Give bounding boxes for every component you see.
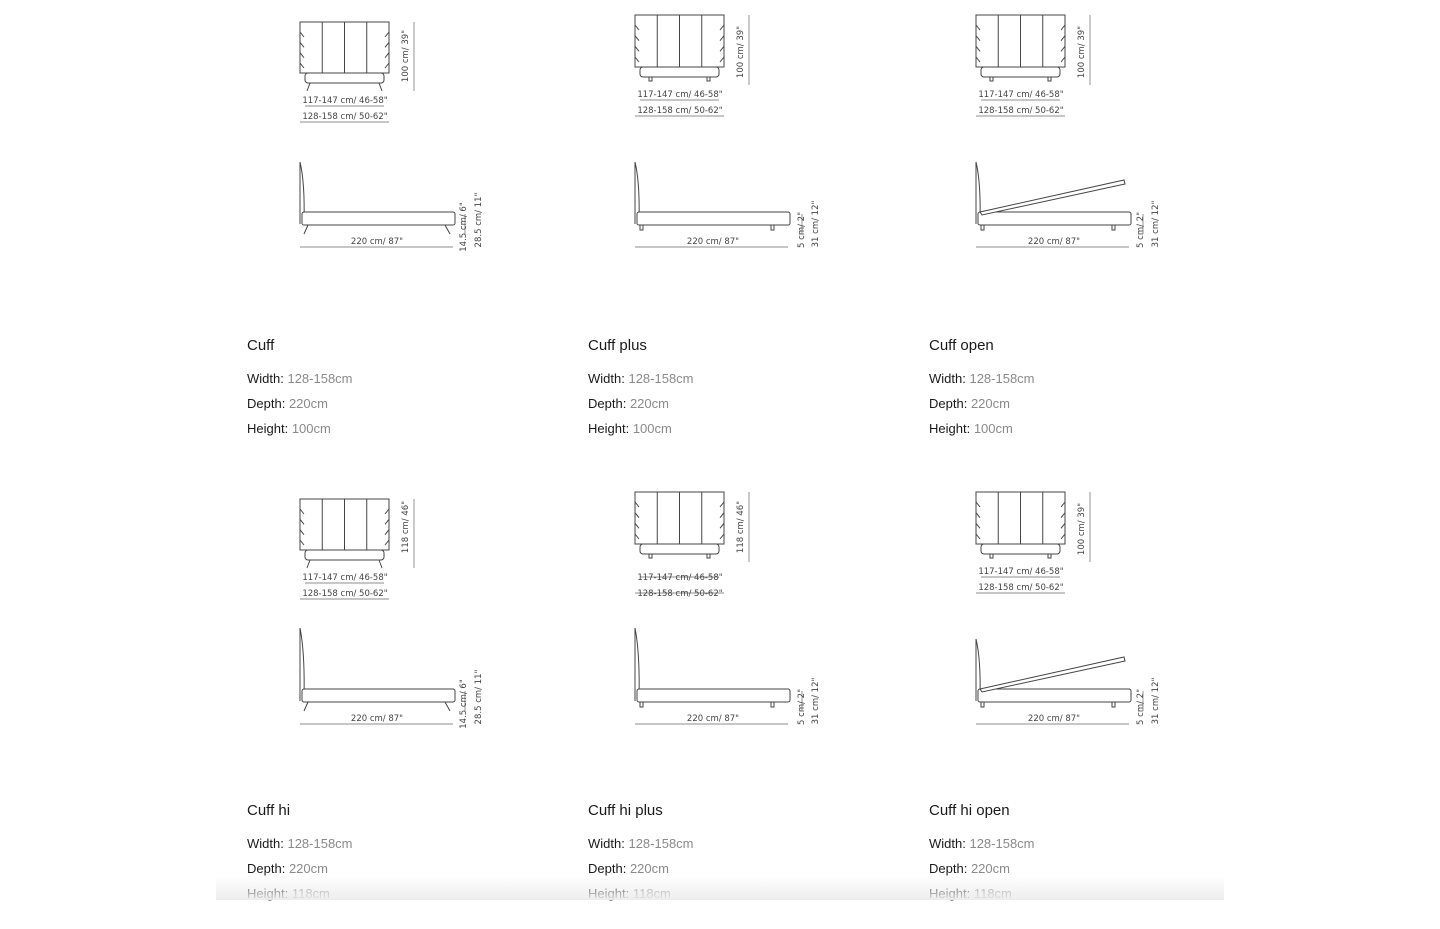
- side-view-drawing: [634, 627, 803, 725]
- product-card-cuff-hi: 117-147 cm/ 46-58" 128-158 cm/ 50-62" 11…: [247, 489, 577, 929]
- front-view-drawing: [299, 21, 415, 123]
- front-height-label: 118 cm/ 46": [736, 501, 746, 553]
- product-card-cuff-plus: 117-147 cm/ 46-58" 128-158 cm/ 50-62" 10…: [588, 12, 918, 452]
- side-view-drawing: [299, 161, 466, 248]
- product-name: Cuff plus: [588, 337, 647, 354]
- product-name: Cuff hi open: [929, 802, 1010, 819]
- product-info: Cuff plus Width: 128-158cm Depth: 220cm …: [588, 336, 694, 441]
- spec-depth: Depth: 220cm: [588, 861, 669, 876]
- side-length-label: 220 cm/ 87": [1028, 237, 1080, 247]
- side-total-height-label: 31 cm/ 12": [811, 201, 821, 248]
- product-name: Cuff hi plus: [588, 802, 663, 819]
- front-view-drawing: [634, 491, 750, 594]
- technical-drawing: 117-147 cm/ 46-58" 128-158 cm/ 50-62" 10…: [929, 12, 1259, 272]
- front-outer-width-label: 128-158 cm/ 50-62": [302, 589, 387, 599]
- product-card-cuff: 117-147 cm/ 46-58" 128-158 cm/ 50-62" 10…: [247, 12, 577, 452]
- technical-drawing: 117-147 cm/ 46-58" 128-158 cm/ 50-62" 11…: [588, 489, 918, 749]
- front-outer-width-label: 128-158 cm/ 50-62": [637, 589, 722, 599]
- front-view-drawing: [634, 14, 750, 117]
- spec-width: Width: 128-158cm: [247, 371, 353, 386]
- side-leg-height-label: 5 cm/ 2": [1136, 689, 1146, 725]
- technical-drawing: 117-147 cm/ 46-58" 128-158 cm/ 50-62" 10…: [247, 12, 577, 272]
- product-name: Cuff: [247, 337, 275, 354]
- side-total-height-label: 31 cm/ 12": [1151, 678, 1161, 725]
- front-height-label: 100 cm/ 39": [1077, 503, 1087, 555]
- product-name: Cuff open: [929, 337, 994, 354]
- side-length-label: 220 cm/ 87": [351, 237, 403, 247]
- side-view-drawing: [299, 627, 466, 725]
- side-length-label: 220 cm/ 87": [1028, 714, 1080, 724]
- front-outer-width-label: 128-158 cm/ 50-62": [637, 106, 722, 116]
- front-inner-width-label: 117-147 cm/ 46-58": [302, 573, 387, 583]
- spec-width: Width: 128-158cm: [247, 836, 353, 851]
- technical-drawing: 117-147 cm/ 46-58" 128-158 cm/ 50-62" 10…: [929, 489, 1259, 749]
- technical-drawing: 117-147 cm/ 46-58" 128-158 cm/ 50-62" 10…: [588, 12, 918, 272]
- product-name: Cuff hi: [247, 802, 291, 819]
- side-length-label: 220 cm/ 87": [351, 714, 403, 724]
- front-outer-width-label: 128-158 cm/ 50-62": [978, 106, 1063, 116]
- front-height-label: 100 cm/ 39": [736, 26, 746, 78]
- side-total-height-label: 28.5 cm/ 11": [474, 192, 484, 247]
- spec-height: Height: 100cm: [929, 421, 1013, 436]
- front-view-drawing: [975, 491, 1091, 594]
- spec-depth: Depth: 220cm: [588, 396, 669, 411]
- spec-height: Height: 100cm: [588, 421, 672, 436]
- side-leg-height-label: 14.5 cm/ 6": [459, 679, 469, 729]
- front-outer-width-label: 128-158 cm/ 50-62": [302, 112, 387, 122]
- side-total-height-label: 31 cm/ 12": [1151, 201, 1161, 248]
- side-length-label: 220 cm/ 87": [687, 237, 739, 247]
- front-view-drawing: [975, 14, 1091, 117]
- front-height-label: 100 cm/ 39": [401, 30, 411, 82]
- product-card-cuff-hi-plus: 117-147 cm/ 46-58" 128-158 cm/ 50-62" 11…: [588, 489, 918, 929]
- front-inner-width-label: 117-147 cm/ 46-58": [637, 90, 722, 100]
- front-view-drawing: [299, 498, 415, 600]
- product-card-cuff-open: 117-147 cm/ 46-58" 128-158 cm/ 50-62" 10…: [929, 12, 1259, 452]
- front-outer-width-label: 128-158 cm/ 50-62": [978, 583, 1063, 593]
- side-total-height-label: 31 cm/ 12": [811, 678, 821, 725]
- side-view-drawing: [975, 638, 1144, 725]
- spec-depth: Depth: 220cm: [247, 396, 328, 411]
- spec-width: Width: 128-158cm: [588, 371, 694, 386]
- front-inner-width-label: 117-147 cm/ 46-58": [978, 567, 1063, 577]
- side-total-height-label: 28.5 cm/ 11": [474, 669, 484, 724]
- product-info: Cuff Width: 128-158cm Depth: 220cm Heigh…: [247, 336, 353, 441]
- spec-height: Height: 100cm: [247, 421, 331, 436]
- side-view-drawing: [634, 161, 803, 248]
- front-inner-width-label: 117-147 cm/ 46-58": [637, 573, 722, 583]
- front-inner-width-label: 117-147 cm/ 46-58": [978, 90, 1063, 100]
- front-height-label: 118 cm/ 46": [401, 501, 411, 553]
- spec-width: Width: 128-158cm: [929, 836, 1035, 851]
- side-leg-height-label: 14.5 cm/ 6": [459, 202, 469, 252]
- side-length-label: 220 cm/ 87": [687, 714, 739, 724]
- side-leg-height-label: 5 cm/ 2": [797, 689, 807, 725]
- side-view-drawing: [975, 161, 1144, 248]
- side-leg-height-label: 5 cm/ 2": [797, 212, 807, 248]
- side-leg-height-label: 5 cm/ 2": [1136, 212, 1146, 248]
- product-info: Cuff open Width: 128-158cm Depth: 220cm …: [929, 336, 1035, 441]
- front-inner-width-label: 117-147 cm/ 46-58": [302, 96, 387, 106]
- spec-depth: Depth: 220cm: [247, 861, 328, 876]
- spec-width: Width: 128-158cm: [588, 836, 694, 851]
- bottom-scroll-fade: [216, 876, 1224, 900]
- front-height-label: 100 cm/ 39": [1077, 26, 1087, 78]
- spec-width: Width: 128-158cm: [929, 371, 1035, 386]
- spec-depth: Depth: 220cm: [929, 396, 1010, 411]
- technical-drawing: 117-147 cm/ 46-58" 128-158 cm/ 50-62" 11…: [247, 489, 577, 749]
- product-card-cuff-hi-open: 117-147 cm/ 46-58" 128-158 cm/ 50-62" 10…: [929, 489, 1259, 929]
- spec-depth: Depth: 220cm: [929, 861, 1010, 876]
